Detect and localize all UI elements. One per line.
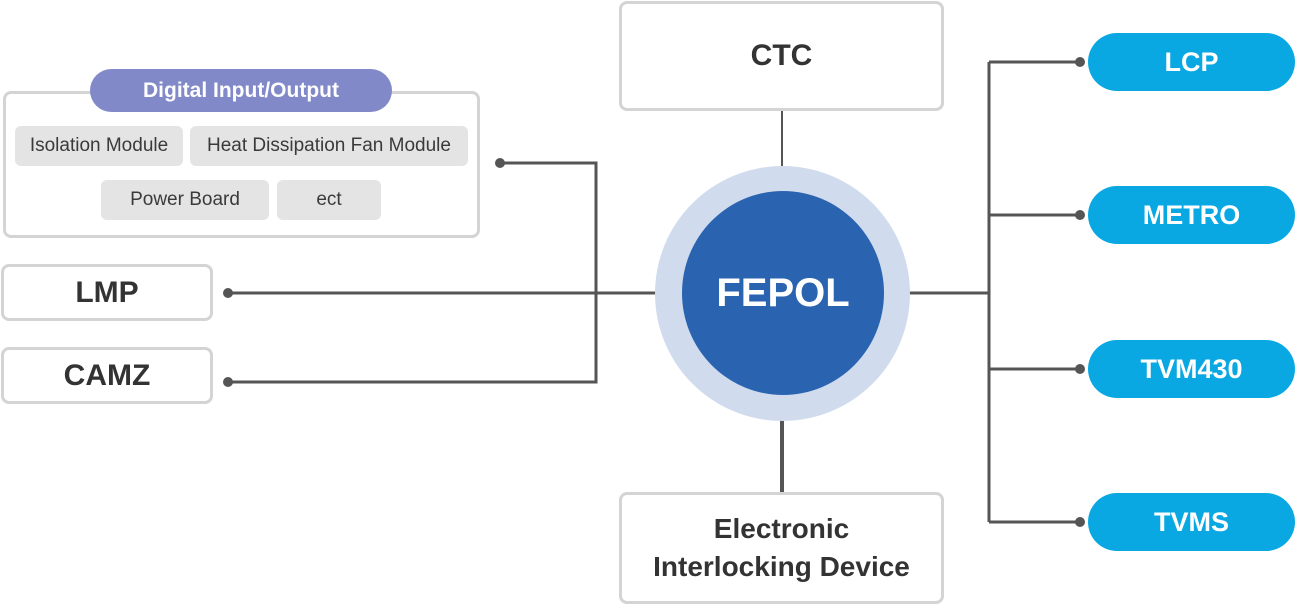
link-endpoint	[1075, 517, 1085, 527]
tvm430-node: TVM430	[1088, 340, 1295, 398]
lmp-label: LMP	[75, 275, 139, 309]
link-digital-io	[228, 161, 598, 384]
interlocking-node: Electronic Interlocking Device	[619, 492, 944, 604]
ctc-node: CTC	[619, 1, 944, 111]
interlocking-label-line2: Interlocking Device	[653, 551, 910, 582]
fepol-core: FEPOL	[682, 191, 884, 395]
interlocking-label-line1: Electronic	[713, 513, 850, 544]
module-chip-isolation: Isolation Module	[15, 126, 183, 166]
fepol-label: FEPOL	[716, 270, 850, 315]
module-chip-power-board: Power Board	[101, 180, 269, 220]
camz-node: CAMZ	[1, 347, 213, 404]
module-chip-fan: Heat Dissipation Fan Module	[190, 126, 468, 166]
lcp-node: LCP	[1088, 33, 1295, 91]
link-endpoint	[1075, 364, 1085, 374]
digital-io-title: Digital Input/Output	[90, 69, 392, 112]
link-endpoint	[1075, 210, 1085, 220]
link-endpoint	[223, 288, 233, 298]
lmp-node: LMP	[1, 264, 213, 321]
metro-node: METRO	[1088, 186, 1295, 244]
tvms-node: TVMS	[1088, 493, 1295, 551]
link-endpoint	[223, 377, 233, 387]
ctc-label: CTC	[750, 39, 813, 72]
link-endpoint	[495, 158, 505, 168]
link-endpoint	[1075, 57, 1085, 67]
module-chip-etc: ect	[277, 180, 381, 220]
camz-label: CAMZ	[63, 358, 151, 392]
